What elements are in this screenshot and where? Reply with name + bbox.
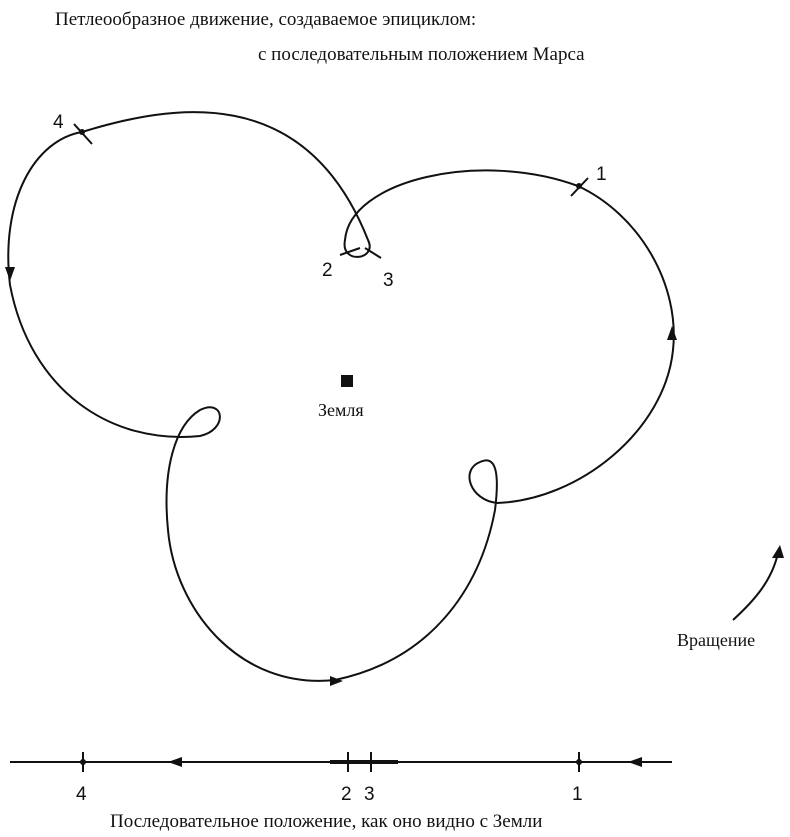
label-position-2: 2 [322,260,333,281]
axis-label-4: 4 [76,784,87,805]
axis-dot-1 [576,759,582,765]
loop-arrow-right [667,326,677,340]
axis-arrow-right [628,757,642,767]
label-position-1: 1 [596,164,607,185]
rotation-label: Вращение [677,630,755,650]
loop-trajectory [7,111,675,682]
title-line-2: с последовательным положением Марса [258,44,585,65]
title-line-1: Петлеообразное движение, создаваемое эпи… [55,9,477,30]
dot-position-4 [79,129,85,135]
earth-marker [341,375,353,387]
earth-label: Земля [318,400,364,420]
axis-label-3: 3 [364,784,375,805]
tick-position-3 [364,247,382,259]
axis-label-1: 1 [572,784,583,805]
axis-arrow-left [168,757,182,767]
axis-dot-4 [80,759,86,765]
loop-arrow-left [5,267,15,281]
label-position-3: 3 [383,270,394,291]
rotation-arrow-curve [732,552,779,621]
dot-position-1 [576,183,582,189]
loop-arrow-bottom [330,676,343,686]
bottom-caption: Последовательное положение, как оно видн… [110,811,543,832]
rotation-arrowhead-icon [772,545,784,558]
axis-label-2: 2 [341,784,352,805]
tick-position-2 [339,247,361,256]
label-position-4: 4 [53,112,64,133]
